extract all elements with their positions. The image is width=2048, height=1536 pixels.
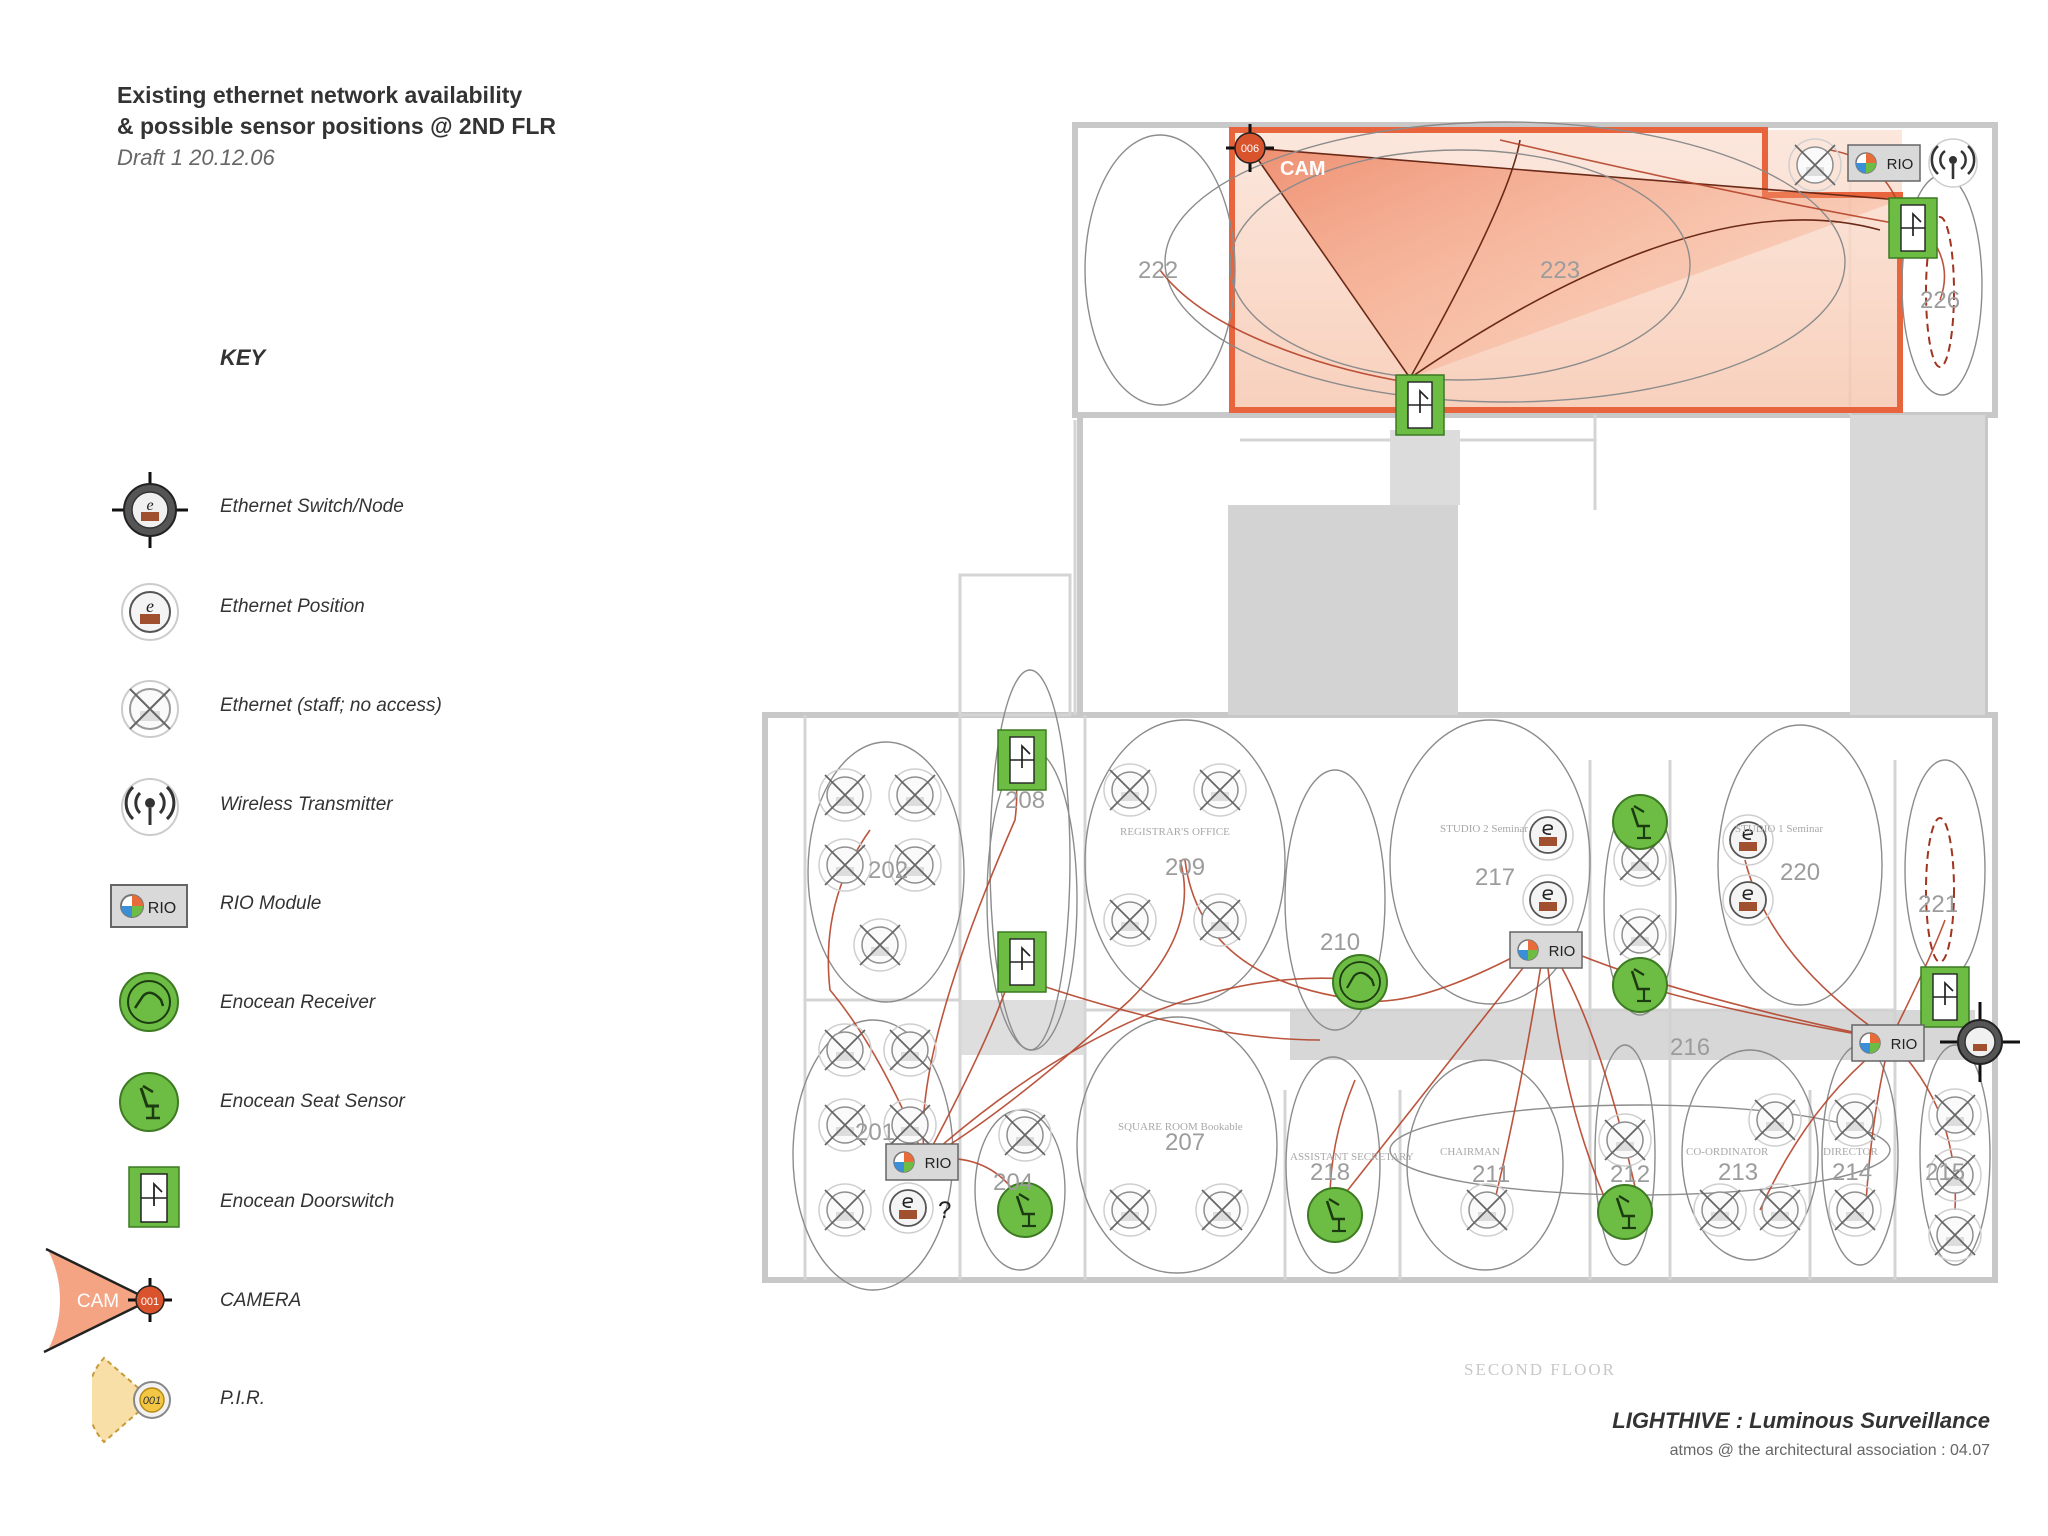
key-label-rio-module: RIO Module — [220, 893, 322, 914]
svg-text:DIRECTOR: DIRECTOR — [1823, 1146, 1878, 1158]
project-title: LIGHTHIVE : Luminous Surveillance — [1612, 1408, 1990, 1433]
svg-text:SQUARE ROOM Bookable: SQUARE ROOM Bookable — [1118, 1121, 1243, 1133]
ethernet-position-icon: e — [121, 583, 179, 641]
lift-shaft — [1390, 430, 1460, 505]
svg-text:226: 226 — [1920, 287, 1960, 314]
unknown-mark: ? — [938, 1197, 951, 1224]
title-line-1: Existing ethernet network availability — [117, 82, 523, 108]
pir-icon: 001 — [92, 1356, 171, 1444]
key-label-ethernet-switch: Ethernet Switch/Node — [220, 496, 404, 517]
svg-text:220: 220 — [1780, 859, 1820, 886]
rio-module-top: RIO — [1847, 144, 1921, 182]
svg-text:001: 001 — [143, 1395, 161, 1407]
svg-text:204: 204 — [993, 1169, 1033, 1196]
inner-walls — [803, 180, 1897, 1280]
svg-text:210: 210 — [1320, 929, 1360, 956]
rio-module-217: RIO — [1509, 931, 1583, 969]
key-title: KEY — [220, 345, 266, 370]
svg-text:202: 202 — [868, 857, 908, 884]
svg-text:215: 215 — [1925, 1159, 1965, 1186]
svg-text:006: 006 — [1241, 143, 1259, 155]
dashed-zones — [1925, 216, 1955, 963]
ethernet-switch-icon: e — [112, 472, 188, 548]
enocean-receivers — [1331, 953, 1389, 1011]
enocean-receiver-icon — [119, 972, 179, 1032]
svg-text:211: 211 — [1472, 1161, 1510, 1188]
svg-text:RIO: RIO — [148, 900, 176, 917]
room-223-outline — [1229, 127, 1903, 413]
svg-text:RIO: RIO — [925, 1155, 952, 1172]
svg-text:216: 216 — [1670, 1034, 1710, 1061]
svg-text:CAM: CAM — [77, 1291, 119, 1312]
key-label-camera: CAMERA — [220, 1290, 302, 1311]
svg-text:STUDIO 2 Seminar: STUDIO 2 Seminar — [1440, 823, 1528, 835]
svg-text:CHAIRMAN: CHAIRMAN — [1440, 1146, 1500, 1158]
camera-lines — [1249, 139, 1901, 379]
rio-module-corridor: RIO — [1851, 1024, 1925, 1062]
svg-text:CAM: CAM — [1280, 158, 1326, 180]
enocean-seat-sensor-icon — [119, 1072, 179, 1132]
svg-text:217: 217 — [1475, 864, 1515, 891]
key-label-ethernet-position: Ethernet Position — [220, 596, 365, 617]
stair-core-east — [1850, 415, 1985, 715]
room-names: REGISTRAR'S OFFICE STUDIO 2 Seminar STUD… — [1118, 823, 1878, 1163]
svg-text:201: 201 — [855, 1119, 895, 1146]
key-label-enocean-doorswitch: Enocean Doorswitch — [220, 1191, 395, 1212]
key-label-enocean-seat-sensor: Enocean Seat Sensor — [220, 1091, 405, 1112]
floor-label: SECOND FLOOR — [1464, 1360, 1616, 1379]
camera-006: 006 CAM — [1226, 124, 1326, 180]
title-line-2: & possible sensor positions @ 2ND FLR — [117, 113, 557, 139]
enocean-doorswitch-icon — [128, 1166, 180, 1228]
page-header: Existing ethernet network availability &… — [117, 80, 556, 174]
key-label-wireless-transmitter: Wireless Transmitter — [220, 794, 393, 815]
svg-text:212: 212 — [1610, 1161, 1650, 1188]
draft-date: Draft 1 20.12.06 — [117, 145, 275, 170]
svg-text:207: 207 — [1165, 1129, 1205, 1156]
camera-field-of-view — [1250, 148, 1900, 378]
wireless-transmitter-icon — [121, 778, 179, 836]
wireless-transmitter — [1927, 137, 1979, 189]
svg-text:ASSISTANT SECRETARY: ASSISTANT SECRETARY — [1290, 1151, 1414, 1163]
svg-text:221: 221 — [1918, 891, 1958, 918]
coverage-ellipses — [792, 121, 1991, 1291]
key-label-pir: P.I.R. — [220, 1388, 266, 1409]
svg-text:214: 214 — [1832, 1159, 1872, 1186]
svg-text:209: 209 — [1165, 854, 1205, 881]
svg-text:208: 208 — [1005, 787, 1045, 814]
camera-icon: 001 CAM — [43, 1247, 172, 1354]
svg-text:001: 001 — [141, 1296, 159, 1308]
room-numbers: 222 223 226 202 208 209 217 220 221 210 … — [855, 257, 1965, 1196]
svg-text:223: 223 — [1540, 257, 1580, 284]
credit-line: atmos @ the architectural association : … — [1669, 1442, 1990, 1459]
svg-text:CO-ORDINATOR: CO-ORDINATOR — [1686, 1146, 1769, 1158]
stair-core — [1228, 505, 1458, 715]
rio-module-icon: RIO — [110, 884, 188, 928]
svg-text:RIO: RIO — [1887, 156, 1914, 173]
ethernet-switch-node — [1940, 1002, 2020, 1082]
svg-text:RIO: RIO — [1549, 943, 1576, 960]
ethernet-no-access-icon — [121, 680, 179, 738]
svg-text:e: e — [146, 497, 153, 514]
key-label-enocean-receiver: Enocean Receiver — [220, 992, 376, 1013]
svg-text:222: 222 — [1138, 257, 1178, 284]
svg-text:218: 218 — [1310, 1159, 1350, 1186]
svg-text:RIO: RIO — [1891, 1036, 1918, 1053]
svg-text:REGISTRAR'S OFFICE: REGISTRAR'S OFFICE — [1120, 826, 1230, 838]
rio-module-201: RIO — [885, 1143, 959, 1181]
svg-text:STUDIO 1 Seminar: STUDIO 1 Seminar — [1735, 823, 1823, 835]
svg-text:213: 213 — [1718, 1159, 1758, 1186]
svg-text:e: e — [146, 596, 154, 616]
key-label-ethernet-no-access: Ethernet (staff; no access) — [220, 695, 442, 716]
